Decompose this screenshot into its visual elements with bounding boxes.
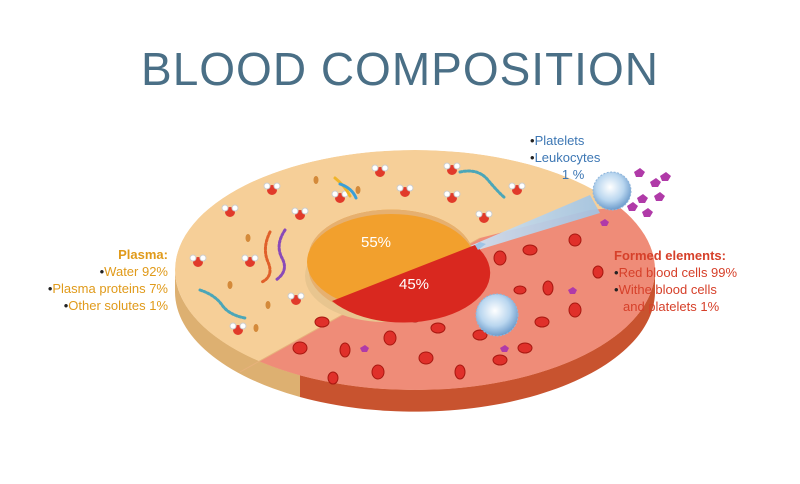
water-molecules (189, 162, 526, 335)
platelets-item: •Platelets (530, 133, 585, 148)
plasma-heading: Plasma: (118, 247, 168, 262)
formed-elements-label: Formed elements: •Red blood cells 99% •W… (614, 247, 737, 315)
center-pie: 55% 45% (305, 209, 491, 323)
platelets-on-disc (360, 287, 577, 352)
page-title: BLOOD COMPOSITION (141, 43, 659, 95)
disc-side (175, 270, 655, 412)
formed-heading: Formed elements: (614, 248, 726, 263)
platelets-leukocytes-label: •Platelets •Leukocytes 1 % (530, 132, 600, 183)
white-blood-cell (475, 293, 519, 337)
floating-cells (592, 168, 671, 226)
formed-item-rbc: •Red blood cells 99% (614, 265, 738, 280)
buffy-coat-beam (470, 195, 600, 250)
leukocytes-item: •Leukocytes (530, 150, 601, 165)
plasma-percent-label: 55% (361, 234, 391, 251)
floating-leukocyte (592, 171, 632, 211)
plasma-item-water: •Water 92% (99, 264, 168, 279)
plasma-item-proteins: •Plasma proteins 7% (47, 281, 168, 296)
formed-percent-label: 45% (399, 276, 429, 293)
plasma-item-solutes: •Other solutes 1% (63, 298, 168, 313)
formed-item-platelets: and platelets 1% (623, 299, 720, 314)
platelets-percent: 1 % (561, 167, 585, 182)
plasma-proteins (198, 169, 507, 320)
formed-item-wbc: •Withe blood cells (614, 282, 717, 297)
plasma-label: Plasma: •Water 92% •Plasma proteins 7% •… (48, 246, 168, 314)
